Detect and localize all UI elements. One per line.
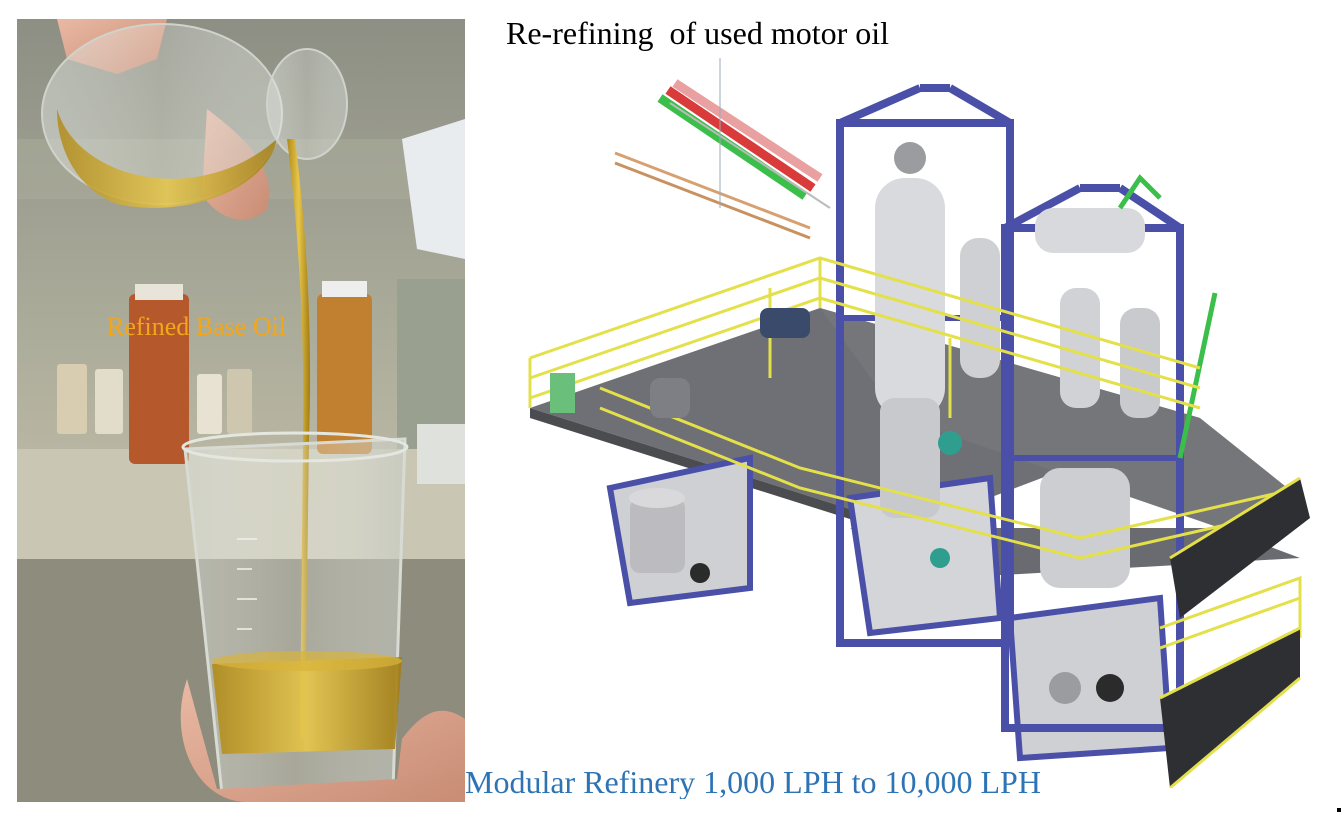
stairs [1159,476,1310,788]
yellow-railings [528,256,1302,650]
oil-pouring-illustration [17,19,465,802]
inlet-pipes [614,58,831,240]
column-tower-frame-1 [836,84,1014,647]
modular-refinery-drawing [528,58,1310,788]
corner-mark [1337,808,1341,812]
refined-oil-photo: Refined Base Oil [17,19,465,802]
column-tower-frame-2 [1001,174,1218,732]
refinery-capacity-caption: Modular Refinery 1,000 LPH to 10,000 LPH [465,764,1041,799]
lower-skids [606,454,1174,762]
refined-base-oil-label: Refined Base Oil [107,312,287,341]
equipment-accents [550,308,962,568]
page-title: Re-refining of used motor oil [506,15,890,51]
